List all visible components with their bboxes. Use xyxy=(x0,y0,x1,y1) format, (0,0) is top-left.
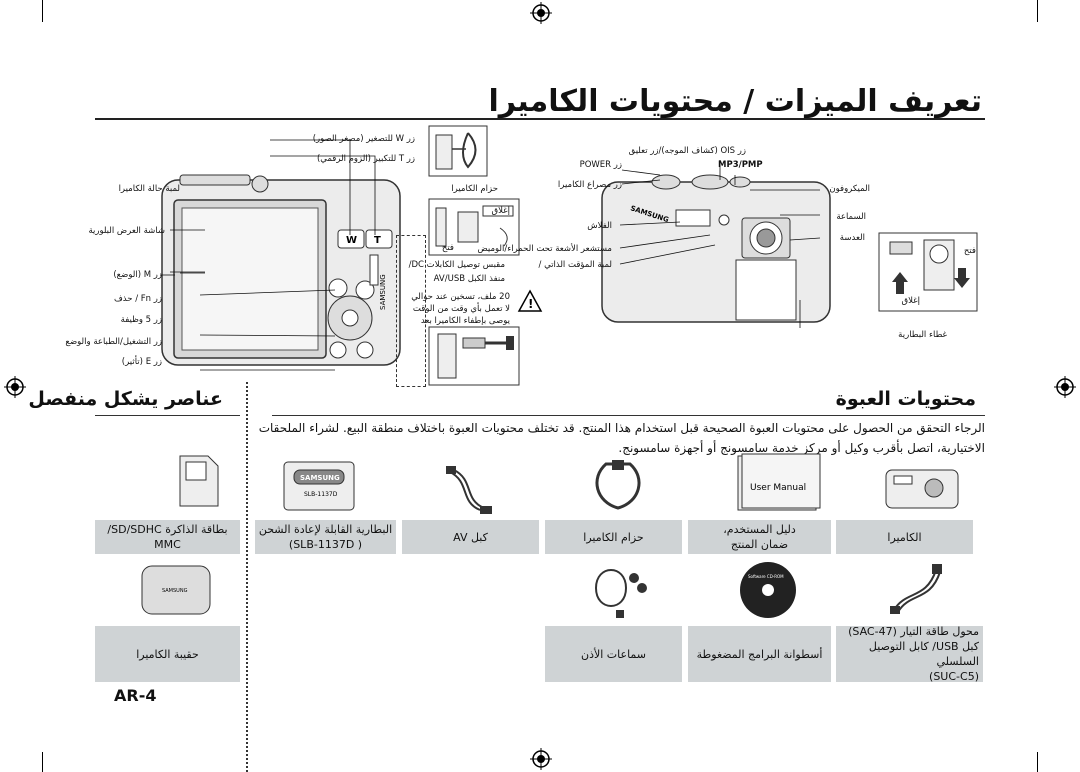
label-flash: الفلاش xyxy=(587,221,612,231)
contents-heading-rule xyxy=(272,415,985,416)
port-cover-illustration xyxy=(428,198,520,256)
item-manual: دليل المستخدم،ضمان المنتج xyxy=(688,520,831,554)
earphones-product-image xyxy=(595,569,647,618)
registration-mark-right xyxy=(1054,376,1076,398)
item-cdrom: أسطوانة البرامج المضغوطة xyxy=(688,626,831,682)
label-speaker: السماعة xyxy=(836,212,866,222)
warning-line-1: 20 ملف، تسخين عند حوالي xyxy=(411,292,510,302)
label-shutter: زر مصراع الكاميرا xyxy=(557,180,622,190)
av-cable-product-image xyxy=(446,466,492,514)
item-sd-card: بطاقة الذاكرة SD/SDHC/MMC xyxy=(95,520,240,554)
page-title: تعريف الميزات / محتويات الكاميرا xyxy=(488,84,982,119)
crop-mark xyxy=(1037,752,1038,772)
accessories-heading-rule xyxy=(95,415,240,416)
item-case: حقيبة الكاميرا xyxy=(95,626,240,682)
label-mp3: MP3/PMP xyxy=(718,160,763,170)
warning-icon: ! xyxy=(517,289,543,312)
label-self-timer: لمبة المؤقت الذاتي / xyxy=(538,260,613,270)
svg-text:W: W xyxy=(346,235,357,246)
contents-heading: محتويات العبوة xyxy=(835,388,976,410)
label-strap: حزام الكاميرا xyxy=(451,184,498,194)
leader-lines-back xyxy=(160,139,376,371)
warning-line-2: لا تعمل بأي وقت من الوقت xyxy=(412,304,510,314)
svg-text:SAMSUNG: SAMSUNG xyxy=(379,274,387,310)
label-af-sensor: مستشعر الأشعة تحت الحمراء/الوميض xyxy=(477,244,612,254)
registration-mark-bottom xyxy=(530,748,552,770)
label-dc-port: مقبس توصيل الكابلات DC/ xyxy=(408,260,505,270)
registration-mark-left xyxy=(4,376,26,398)
item-earphones: سماعات الأذن xyxy=(545,626,682,682)
label-zoom-t: زر T للتكبير (الزوم الرقمي) xyxy=(316,154,415,164)
crop-mark xyxy=(1037,0,1038,22)
cable-detail-illustration xyxy=(428,326,520,386)
label-cover-open: إغلاق xyxy=(491,206,510,216)
svg-text:!: ! xyxy=(528,297,533,311)
label-lcd: شاشة العرض البلورية xyxy=(88,226,165,236)
label-m-button: زر M (الوضع) xyxy=(113,270,162,280)
adapter-product-image xyxy=(890,564,942,614)
label-av-port: منفذ الكبل AV/USB xyxy=(433,274,505,284)
title-rule xyxy=(95,118,985,120)
label-zoom-w: زر W للتصغير (مصغر الصور) xyxy=(312,134,415,144)
leader-lines-front xyxy=(619,160,821,328)
sd-card-product-image xyxy=(179,455,219,507)
strap-detail-illustration xyxy=(428,125,488,177)
label-play-button: زر التشغيل/الطباعة والوضع xyxy=(65,337,162,347)
label-fn-button: زر Fn / حذف xyxy=(114,294,162,304)
svg-text:SLB-1137D: SLB-1137D xyxy=(304,491,338,498)
camera-back-illustration: W T SAMSUNG xyxy=(161,174,401,366)
card-slot-illustration xyxy=(878,232,978,312)
page-number: AR-4 xyxy=(114,686,157,705)
item-strap: حزام الكاميرا xyxy=(545,520,682,554)
label-card-close: إغلاق xyxy=(901,296,920,306)
column-divider xyxy=(246,382,248,772)
warning-line-3: يوصى بإطفاء الكاميرا بعد xyxy=(420,316,510,326)
svg-text:Software CD-ROM: Software CD-ROM xyxy=(748,574,784,579)
label-e-button: زر E (تأثير) xyxy=(121,357,162,367)
label-lens: العدسة xyxy=(839,233,865,243)
item-camera: الكاميرا xyxy=(836,520,973,554)
label-card-cover: غطاء البطارية xyxy=(898,330,947,340)
label-microphone: الميكروفون xyxy=(829,184,870,194)
label-status-lamp: لمبة حالة الكاميرا xyxy=(118,184,180,194)
label-power: زر POWER xyxy=(579,160,622,170)
svg-text:User Manual: User Manual xyxy=(750,483,806,493)
svg-text:SAMSUNG: SAMSUNG xyxy=(162,588,188,594)
case-product-image: SAMSUNG xyxy=(141,565,211,615)
cdrom-product-image: Software CD-ROM xyxy=(740,562,796,618)
side-detail-frame xyxy=(396,235,426,387)
registration-mark-top xyxy=(530,2,552,24)
accessories-heading: عناصر يشكل منفصل xyxy=(28,388,223,410)
svg-text:SAMSUNG: SAMSUNG xyxy=(300,474,340,482)
strap-product-image xyxy=(595,460,641,510)
battery-product-image: SAMSUNG SLB-1137D xyxy=(283,461,355,511)
label-five-function: زر 5 وظيفة xyxy=(120,315,162,325)
item-av-cable: كبل AV xyxy=(402,520,539,554)
label-card-open: فتح xyxy=(963,246,976,256)
camera-product-image xyxy=(885,469,959,509)
svg-text:T: T xyxy=(374,235,381,246)
item-adapter: محول طاقة التيار (SAC-47)كبل USB/ كابل ا… xyxy=(836,625,983,683)
contents-paragraph: الرجاء التحقق من الحصول على محتويات العب… xyxy=(258,421,985,455)
item-battery: البطارية القابلة لإعادة الشحن( SLB-1137D… xyxy=(255,520,396,554)
label-cover-close: فتح xyxy=(441,243,454,253)
crop-mark xyxy=(42,752,43,772)
crop-mark xyxy=(42,0,43,22)
camera-front-illustration: SAMSUNG xyxy=(601,174,831,323)
manual-product-image: User Manual xyxy=(737,453,821,511)
label-ois: زر OIS (كشاف الموجه)/زر تعليق xyxy=(628,146,746,156)
